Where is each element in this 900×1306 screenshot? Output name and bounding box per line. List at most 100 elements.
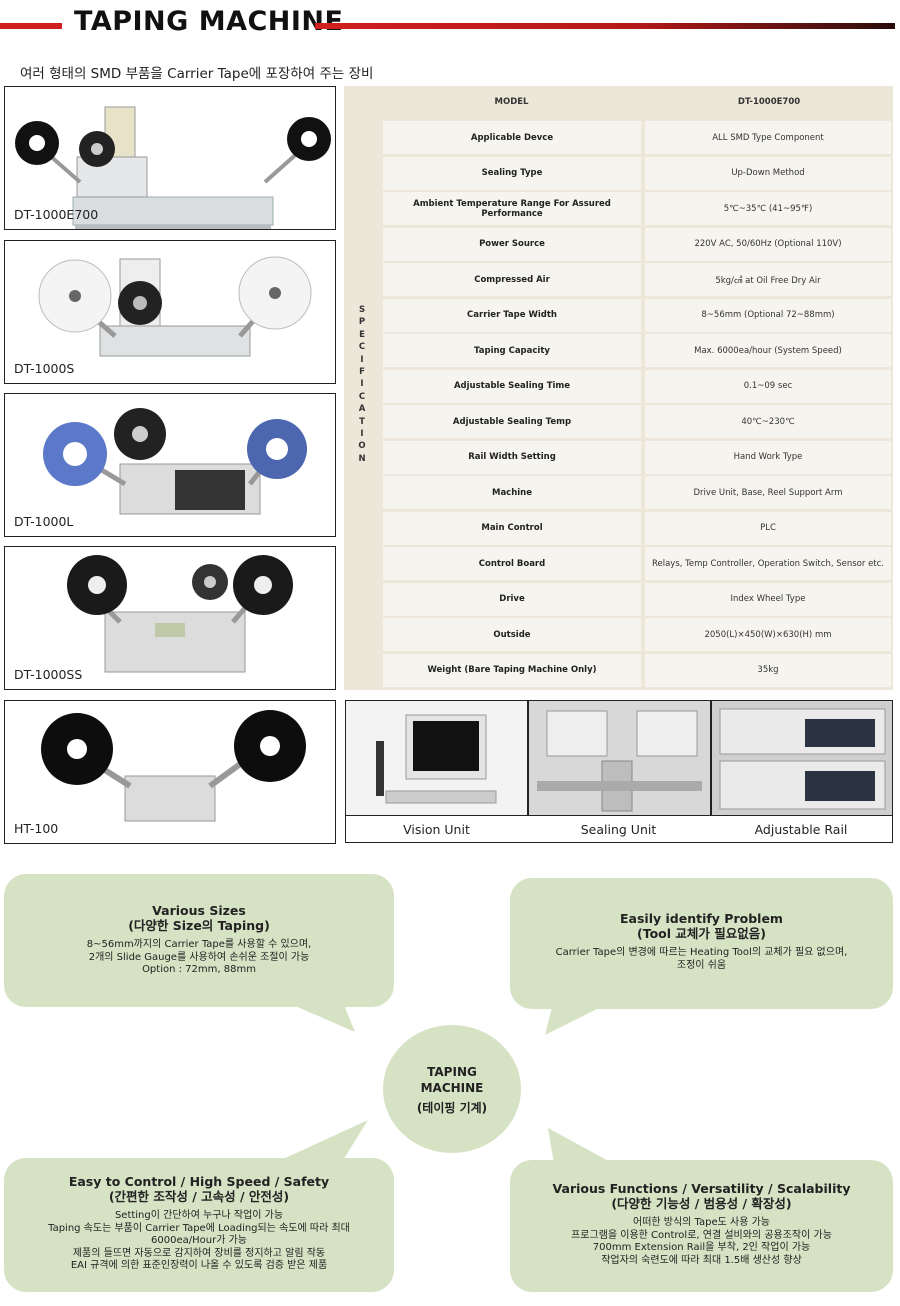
- spec-key: Adjustable Sealing Temp: [383, 405, 641, 438]
- feature-title: Various Functions / Versatility / Scalab…: [552, 1181, 851, 1196]
- feature-bubble-easily-identify: [510, 878, 893, 1009]
- spec-key: Carrier Tape Width: [383, 298, 641, 332]
- spec-side-letter: I: [360, 379, 364, 390]
- feature-body-line: 8~56mm까지의 Carrier Tape를 사용할 수 있으며,: [86, 939, 312, 950]
- product-card-dt1000l: DT-1000L: [4, 393, 336, 537]
- feature-body-line: 2개의 Slide Gauge를 사용하여 손쉬운 조절이 가능: [88, 951, 310, 963]
- spec-key: Machine: [383, 476, 641, 509]
- feature-easy-control: Easy to Control / High Speed / Safety (간…: [4, 1174, 394, 1273]
- feature-bubble-various-sizes: [4, 874, 394, 1007]
- spec-side-letter: N: [358, 453, 366, 464]
- machine-illustration: [43, 408, 307, 515]
- product-card-ht100: HT-100: [4, 700, 336, 844]
- spec-side-letter: I: [360, 429, 364, 440]
- feature-title: Easily identify Problem: [620, 911, 783, 926]
- feature-body-line: 프로그램을 이용한 Control로, 연결 설비와의 공용조작이 가능: [571, 1229, 832, 1241]
- spec-value: Drive Unit, Base, Reel Support Arm: [645, 476, 891, 509]
- unit-photos: Vision Unit Sealing Unit Adjustable Rail: [345, 700, 893, 843]
- spec-key: Sealing Type: [383, 156, 641, 190]
- spec-value: 2050(L)×450(W)×630(H) mm: [645, 618, 891, 651]
- spec-key: Weight (Bare Taping Machine Only): [383, 653, 641, 687]
- spec-value: PLC: [645, 511, 891, 545]
- spec-key: Outside: [383, 618, 641, 651]
- unit-caption: Sealing Unit: [527, 815, 710, 842]
- spec-value: 35kg: [645, 653, 891, 687]
- machine-illustration: [67, 555, 293, 673]
- feature-subtitle: (다양한 기능성 / 범용성 / 확장성): [611, 1196, 792, 1211]
- spec-key: Power Source: [383, 227, 641, 261]
- spec-key: Main Control: [383, 511, 641, 545]
- feature-various-sizes: Various Sizes (다양한 Size의 Taping) 8~56mm까…: [4, 903, 394, 977]
- product-label: DT-1000S: [14, 361, 75, 376]
- feature-body: 8~56mm까지의 Carrier Tape를 사용할 수 있으며,2개의 Sl…: [4, 939, 394, 977]
- product-card-dt1000e700: DT-1000E700: [4, 86, 336, 230]
- feature-various-functions: Various Functions / Versatility / Scalab…: [510, 1181, 893, 1267]
- spec-value: Hand Work Type: [645, 440, 891, 474]
- spec-key: Drive: [383, 582, 641, 616]
- spec-side-letter: C: [358, 391, 366, 402]
- feature-body-line: 어떠한 방식의 Tape도 사용 가능: [633, 1217, 770, 1228]
- feature-easily-identify: Easily identify Problem (Tool 교체가 필요없음) …: [510, 911, 893, 972]
- machine-illustration: [38, 256, 312, 357]
- feature-body-line: 조정이 쉬움: [676, 959, 727, 971]
- machine-illustration: [41, 710, 306, 822]
- feature-bubble-various-functions: [510, 1160, 893, 1292]
- feature-subtitle: (Tool 교체가 필요없음): [637, 926, 766, 941]
- machine-illustration: [15, 106, 331, 229]
- sealing-unit-illustration: [529, 701, 710, 815]
- feature-body-line: 작업자의 숙련도에 따라 최대 1.5배 생산성 향상: [601, 1254, 802, 1266]
- product-label: DT-1000L: [14, 514, 74, 529]
- feature-title: Various Sizes: [152, 903, 246, 918]
- spec-value: Up-Down Method: [645, 156, 891, 190]
- spec-value: 8~56mm (Optional 72~88mm): [645, 298, 891, 332]
- spec-value: ALL SMD Type Component: [645, 121, 891, 154]
- spec-model-header: MODEL: [380, 86, 643, 118]
- feature-bubble-easy-control: [4, 1158, 394, 1292]
- spec-value: 40℃~230℃: [645, 405, 891, 438]
- unit-adjustable-rail: Adjustable Rail: [710, 701, 892, 842]
- unit-sealing: Sealing Unit: [527, 701, 710, 842]
- spec-key: Taping Capacity: [383, 334, 641, 367]
- spec-key: Control Board: [383, 547, 641, 580]
- feature-body-line: Taping 속도는 부품이 Carrier Tape에 Loading되는 속…: [48, 1222, 350, 1234]
- spec-side-letter: I: [360, 354, 364, 365]
- feature-body-line: 제품의 들뜨면 자동으로 감지하여 장비를 정지하고 알림 작동: [72, 1247, 326, 1259]
- spec-side-letter: S: [358, 305, 366, 315]
- spec-key: Adjustable Sealing Time: [383, 369, 641, 403]
- vision-unit-illustration: [346, 701, 527, 815]
- spec-value: Index Wheel Type: [645, 582, 891, 616]
- spec-side-letter: O: [358, 441, 366, 452]
- spec-side-letter: A: [358, 404, 366, 415]
- feature-body-line: 700mm Extension Rail을 부착, 2인 작업이 가능: [592, 1242, 811, 1253]
- spec-key: Ambient Temperature Range For Assured Pe…: [383, 192, 641, 225]
- page-title: TAPING MACHINE: [74, 6, 344, 37]
- feature-subtitle: (다양한 Size의 Taping): [128, 918, 270, 933]
- product-label: HT-100: [14, 821, 59, 836]
- spec-side-letter: F: [359, 367, 365, 378]
- spec-key: Rail Width Setting: [383, 440, 641, 474]
- product-label: DT-1000E700: [14, 207, 99, 222]
- spec-side-letter: C: [358, 342, 366, 353]
- feature-subtitle: (간편한 조작성 / 고속성 / 안전성): [108, 1189, 290, 1204]
- unit-vision: Vision Unit: [346, 701, 527, 842]
- unit-caption: Adjustable Rail: [710, 815, 892, 842]
- spec-key: Compressed Air: [383, 263, 641, 296]
- feature-title: Easy to Control / High Speed / Safety: [68, 1174, 330, 1189]
- product-card-dt1000s: DT-1000S: [4, 240, 336, 384]
- spec-value: Relays, Temp Controller, Operation Switc…: [645, 547, 891, 580]
- header-accent-bar-right: [315, 23, 895, 29]
- spec-value: Max. 6000ea/hour (System Speed): [645, 334, 891, 367]
- feature-body-line: Carrier Tape의 변경에 따르는 Heating Tool의 교체가 …: [555, 947, 848, 958]
- unit-caption: Vision Unit: [346, 815, 527, 842]
- spec-value: 5kg/㎠ at Oil Free Dry Air: [645, 263, 891, 296]
- product-label: DT-1000SS: [14, 667, 83, 682]
- spec-value: 5℃~35℃ (41~95℉): [645, 192, 891, 225]
- center-label: TAPING MACHINE (테이핑 기계): [416, 1065, 488, 1115]
- feature-body-line: EAI 규격에 의한 표준인장력이 나올 수 있도록 검증 받은 제품: [70, 1260, 328, 1271]
- spec-model-value: DT-1000E700: [645, 86, 893, 118]
- spec-value: 0.1~09 sec: [645, 369, 891, 403]
- feature-body-line: Option : 72mm, 88mm: [142, 964, 256, 975]
